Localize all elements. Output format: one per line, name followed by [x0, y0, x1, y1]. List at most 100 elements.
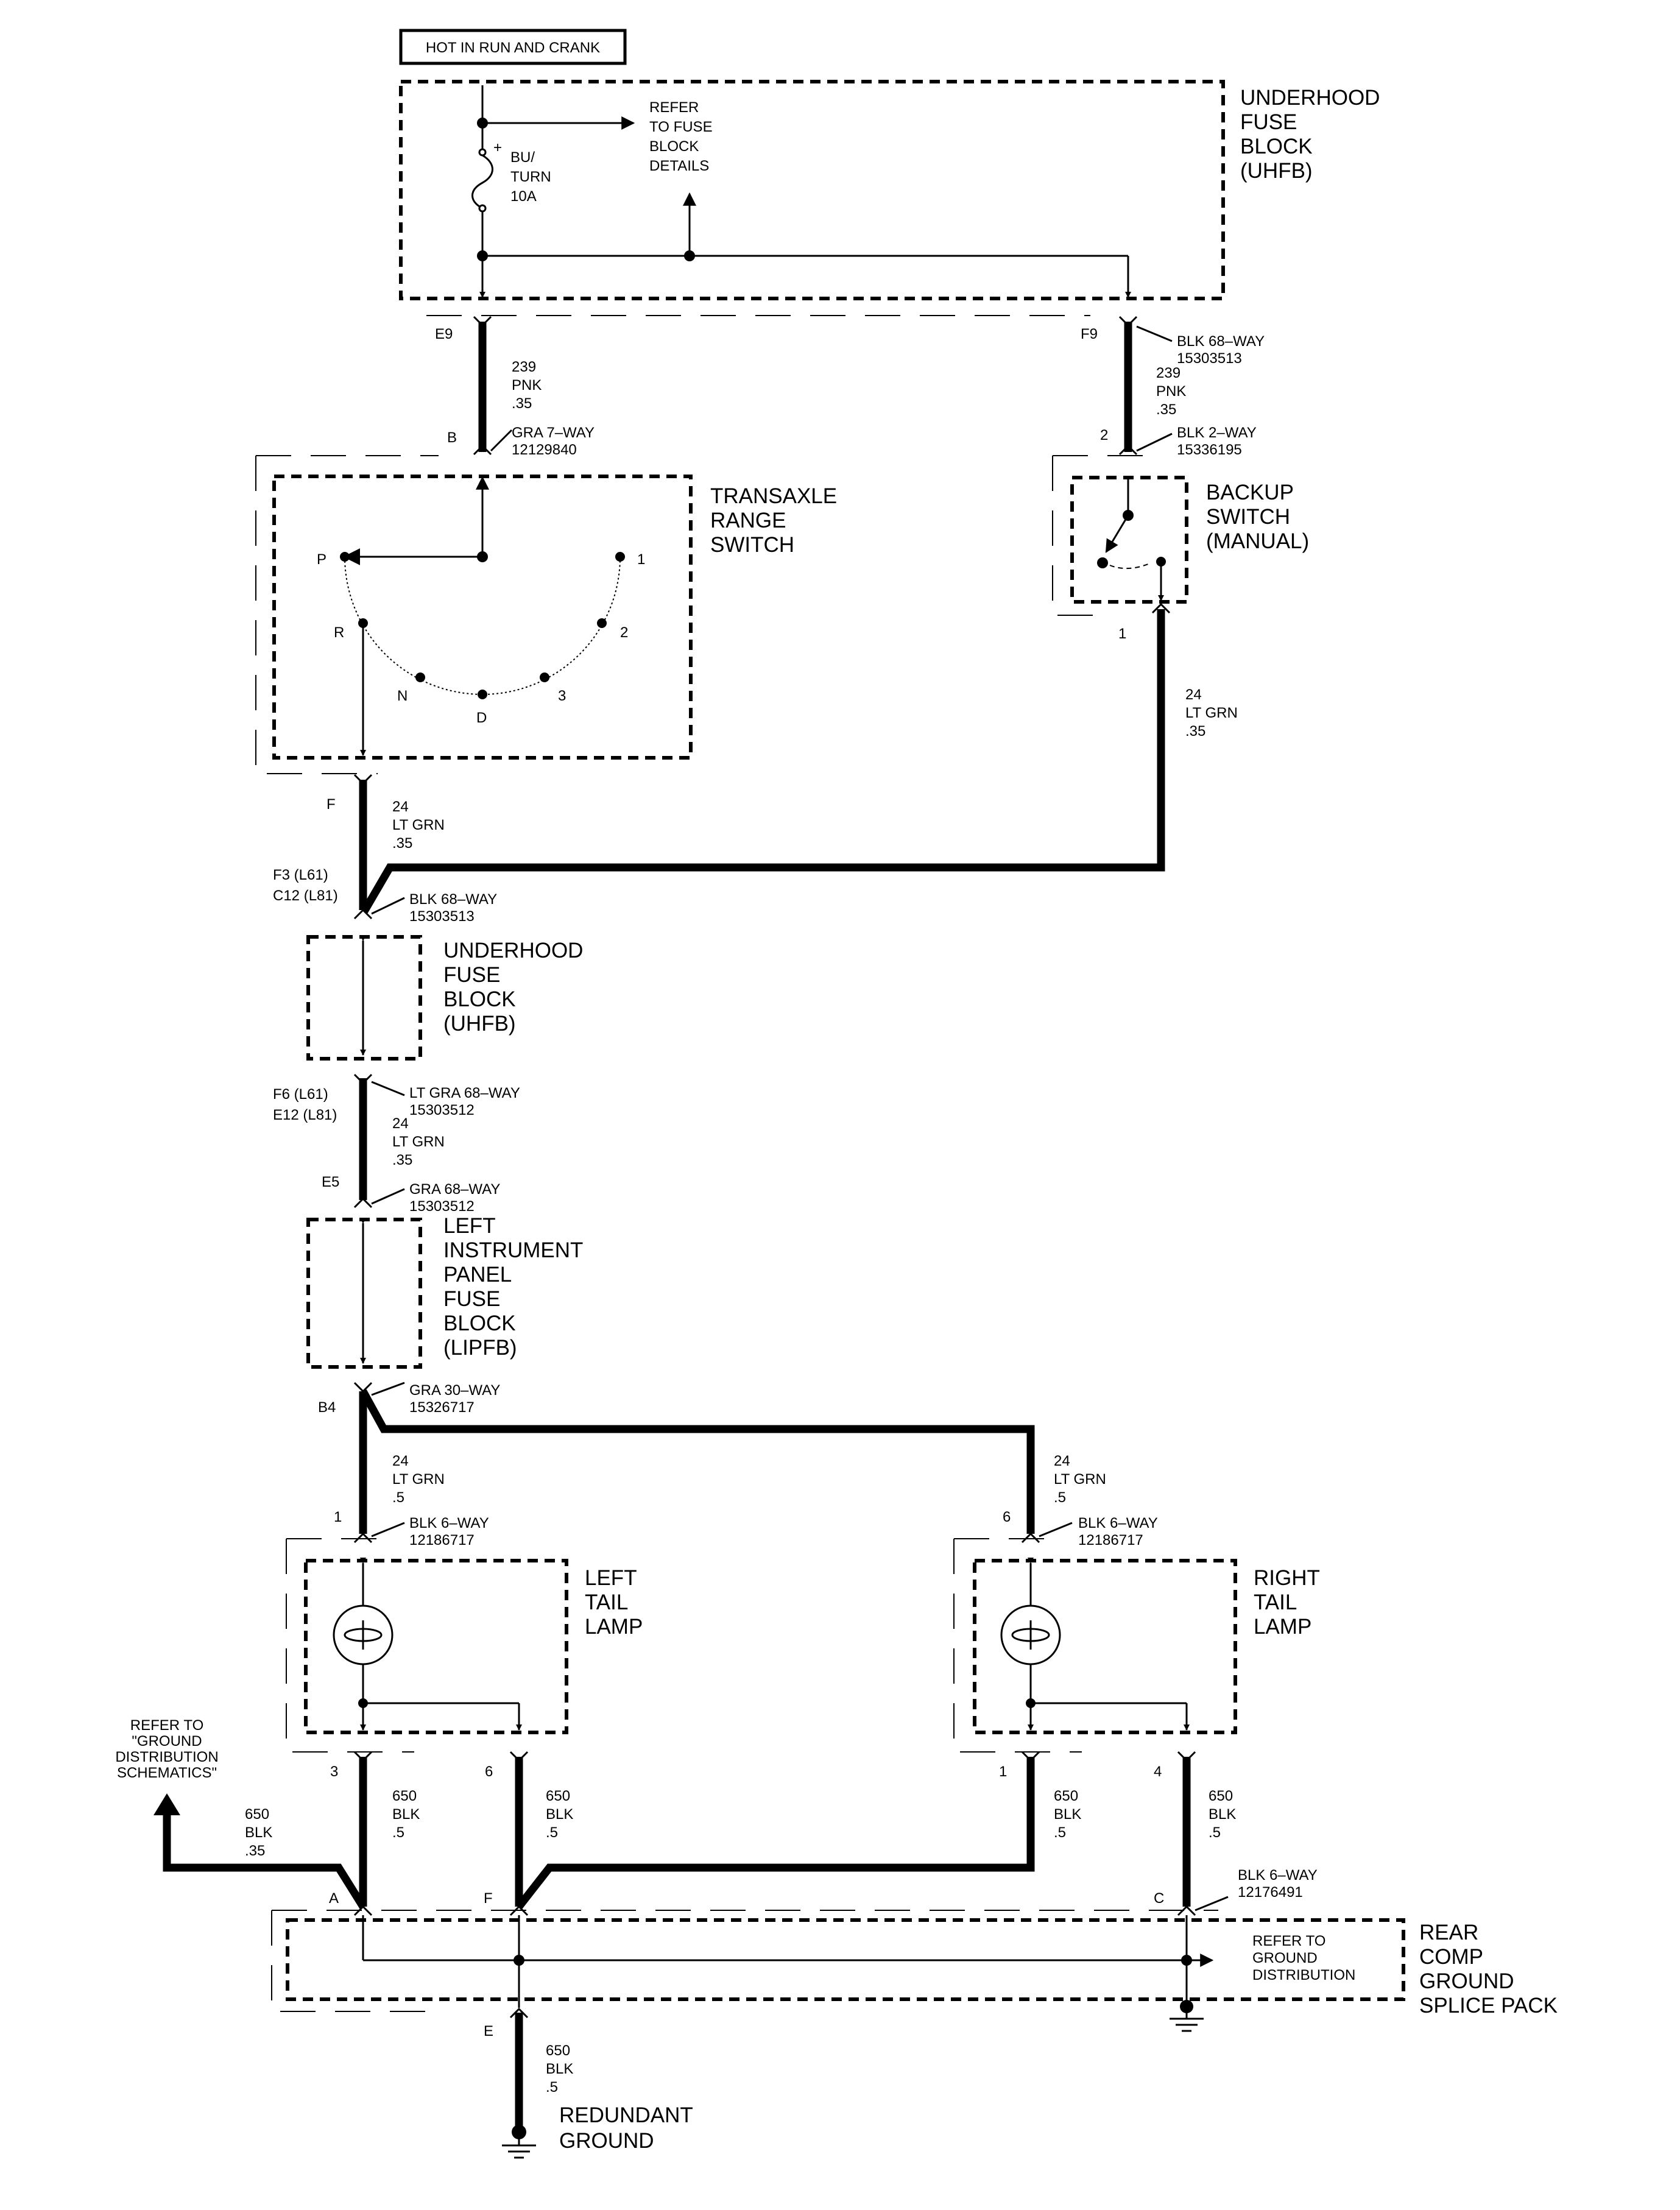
- svg-text:"GROUND: "GROUND: [132, 1733, 202, 1749]
- uhfb-mid-title: UNDERHOOD FUSE BLOCK (UHFB): [443, 939, 583, 1036]
- wire-650-blk-left: [163, 1813, 367, 1909]
- svg-text:.35: .35: [512, 395, 532, 412]
- conn-splice-label: BLK 6–WAY 12176491: [1238, 1867, 1318, 1901]
- conn-right-feed: BLK 6–WAY 12186717: [1078, 1515, 1158, 1548]
- svg-text:15303513: 15303513: [409, 908, 475, 925]
- backup-box: [1070, 476, 1188, 604]
- svg-text:UNDERHOOD: UNDERHOOD: [1240, 86, 1380, 110]
- right-lamp-bulb-icon: [1000, 1558, 1190, 1731]
- fuse-label: BU/ TURN 10A: [510, 149, 551, 205]
- svg-text:24: 24: [392, 1115, 409, 1132]
- svg-text:PNK: PNK: [1156, 383, 1186, 400]
- pin-splice-a: A: [329, 1890, 339, 1907]
- svg-text:.5: .5: [392, 1489, 404, 1506]
- svg-text:LT GRN: LT GRN: [392, 1134, 445, 1150]
- svg-text:BLK: BLK: [1054, 1806, 1081, 1823]
- wire-f-label: 24 LT GRN .35: [392, 799, 445, 852]
- svg-text:LAMP: LAMP: [585, 1615, 643, 1639]
- svg-text:LT GRN: LT GRN: [1054, 1471, 1106, 1488]
- pin-gnd-4: 4: [1154, 1763, 1162, 1780]
- svg-text:15326717: 15326717: [409, 1399, 475, 1416]
- svg-text:3: 3: [558, 688, 566, 704]
- pin-backup-1: 1: [1118, 626, 1126, 642]
- svg-text:.5: .5: [1054, 1489, 1066, 1506]
- svg-text:GRA 7–WAY: GRA 7–WAY: [512, 425, 595, 441]
- svg-text:PANEL: PANEL: [443, 1263, 512, 1287]
- svg-text:TAIL: TAIL: [585, 1590, 628, 1614]
- svg-text:BLK 68–WAY: BLK 68–WAY: [1177, 333, 1265, 350]
- svg-text:N: N: [397, 688, 408, 704]
- trs-internal: [340, 476, 625, 756]
- svg-text:.35: .35: [1156, 401, 1176, 418]
- svg-text:.5: .5: [546, 2079, 558, 2095]
- fuse-symbol: [478, 148, 487, 157]
- svg-text:12186717: 12186717: [409, 1532, 475, 1548]
- svg-text:BU/: BU/: [510, 149, 535, 166]
- pin-f: F: [326, 796, 336, 813]
- splice-outline: [271, 1910, 1218, 2012]
- conn-f9-label: BLK 68–WAY 15303513: [1177, 333, 1265, 367]
- lipfb-title: LEFT INSTRUMENT PANEL FUSE BLOCK (LIPFB): [443, 1214, 583, 1360]
- right-lamp-box: [973, 1559, 1237, 1734]
- svg-text:LEFT: LEFT: [443, 1214, 496, 1238]
- svg-text:LT GRN: LT GRN: [1185, 705, 1238, 721]
- svg-text:LT GRN: LT GRN: [392, 817, 445, 833]
- svg-text:BLK 6–WAY: BLK 6–WAY: [409, 1515, 489, 1531]
- svg-text:LT GRA 68–WAY: LT GRA 68–WAY: [409, 1085, 520, 1101]
- splice-title: REAR COMP GROUND SPLICE PACK: [1419, 1921, 1558, 2018]
- svg-text:D: D: [476, 710, 487, 726]
- hot-label: HOT IN RUN AND CRANK: [426, 40, 600, 56]
- svg-text:12186717: 12186717: [1078, 1532, 1143, 1548]
- svg-text:15303513: 15303513: [1177, 350, 1242, 367]
- svg-text:P: P: [317, 551, 326, 568]
- wire-gnd-left-label: 650 BLK .35: [245, 1806, 272, 1859]
- wire-gnd6-label: 650 BLK .5: [546, 1788, 573, 1841]
- uhfb-mid-box: [306, 935, 422, 1061]
- wire-gnd3-label: 650 BLK .5: [392, 1788, 420, 1841]
- ground-icon: [502, 2125, 536, 2159]
- svg-text:BLK: BLK: [392, 1806, 420, 1823]
- svg-text:GRA 68–WAY: GRA 68–WAY: [409, 1181, 500, 1198]
- svg-text:24: 24: [1185, 687, 1202, 703]
- svg-text:FUSE: FUSE: [443, 1287, 500, 1311]
- backup-internal: [1097, 479, 1166, 601]
- pin-splice-e: E: [484, 2023, 493, 2039]
- pin-b: B: [447, 429, 457, 446]
- svg-text:F3 (L61): F3 (L61): [273, 867, 328, 883]
- splice-refer-text: REFER TO GROUND DISTRIBUTION: [1252, 1933, 1355, 1983]
- pin-e5: E5: [322, 1174, 339, 1190]
- uhfb-top-title: UNDERHOOD FUSE BLOCK (UHFB): [1240, 86, 1380, 183]
- pin-left-1: 1: [334, 1509, 342, 1525]
- svg-text:REFER TO: REFER TO: [1252, 1933, 1325, 1949]
- svg-text:REDUNDANT: REDUNDANT: [559, 2103, 693, 2127]
- wire-f6-label: 24 LT GRN .35: [392, 1115, 445, 1168]
- svg-text:BLK: BLK: [1209, 1806, 1236, 1823]
- ground-refer-arrow: [154, 1793, 180, 1815]
- svg-text:15303512: 15303512: [409, 1198, 475, 1215]
- pin-f6: F6 (L61) E12 (L81): [273, 1086, 337, 1123]
- svg-text:+: +: [493, 139, 502, 156]
- svg-text:UNDERHOOD: UNDERHOOD: [443, 939, 583, 962]
- svg-text:BLOCK: BLOCK: [1240, 135, 1313, 158]
- svg-text:GROUND: GROUND: [559, 2129, 654, 2153]
- svg-text:F6 (L61): F6 (L61): [273, 1086, 328, 1103]
- svg-text:650: 650: [1054, 1788, 1078, 1804]
- svg-text:12129840: 12129840: [512, 442, 577, 458]
- wire-right-feed-label: 24 LT GRN .5: [1054, 1453, 1106, 1506]
- svg-text:C12 (L81): C12 (L81): [273, 888, 338, 904]
- redundant-ground-title: REDUNDANT GROUND: [559, 2103, 693, 2153]
- wire-650-blk-1: [515, 1757, 1035, 1910]
- svg-text:BLK 2–WAY: BLK 2–WAY: [1177, 425, 1257, 441]
- svg-text:FUSE: FUSE: [1240, 110, 1297, 134]
- svg-text:BLOCK: BLOCK: [649, 138, 699, 155]
- svg-text:R: R: [334, 624, 344, 641]
- wire-f9-label: 239 PNK .35: [1156, 365, 1186, 418]
- svg-text:DETAILS: DETAILS: [649, 158, 709, 174]
- hot-label-box: [399, 29, 627, 65]
- svg-text:COMP: COMP: [1419, 1945, 1483, 1969]
- svg-text:.35: .35: [245, 1843, 265, 1859]
- uhfb-top-internal: +: [471, 85, 1131, 298]
- pin-2: 2: [1100, 427, 1108, 443]
- svg-text:TURN: TURN: [510, 169, 551, 185]
